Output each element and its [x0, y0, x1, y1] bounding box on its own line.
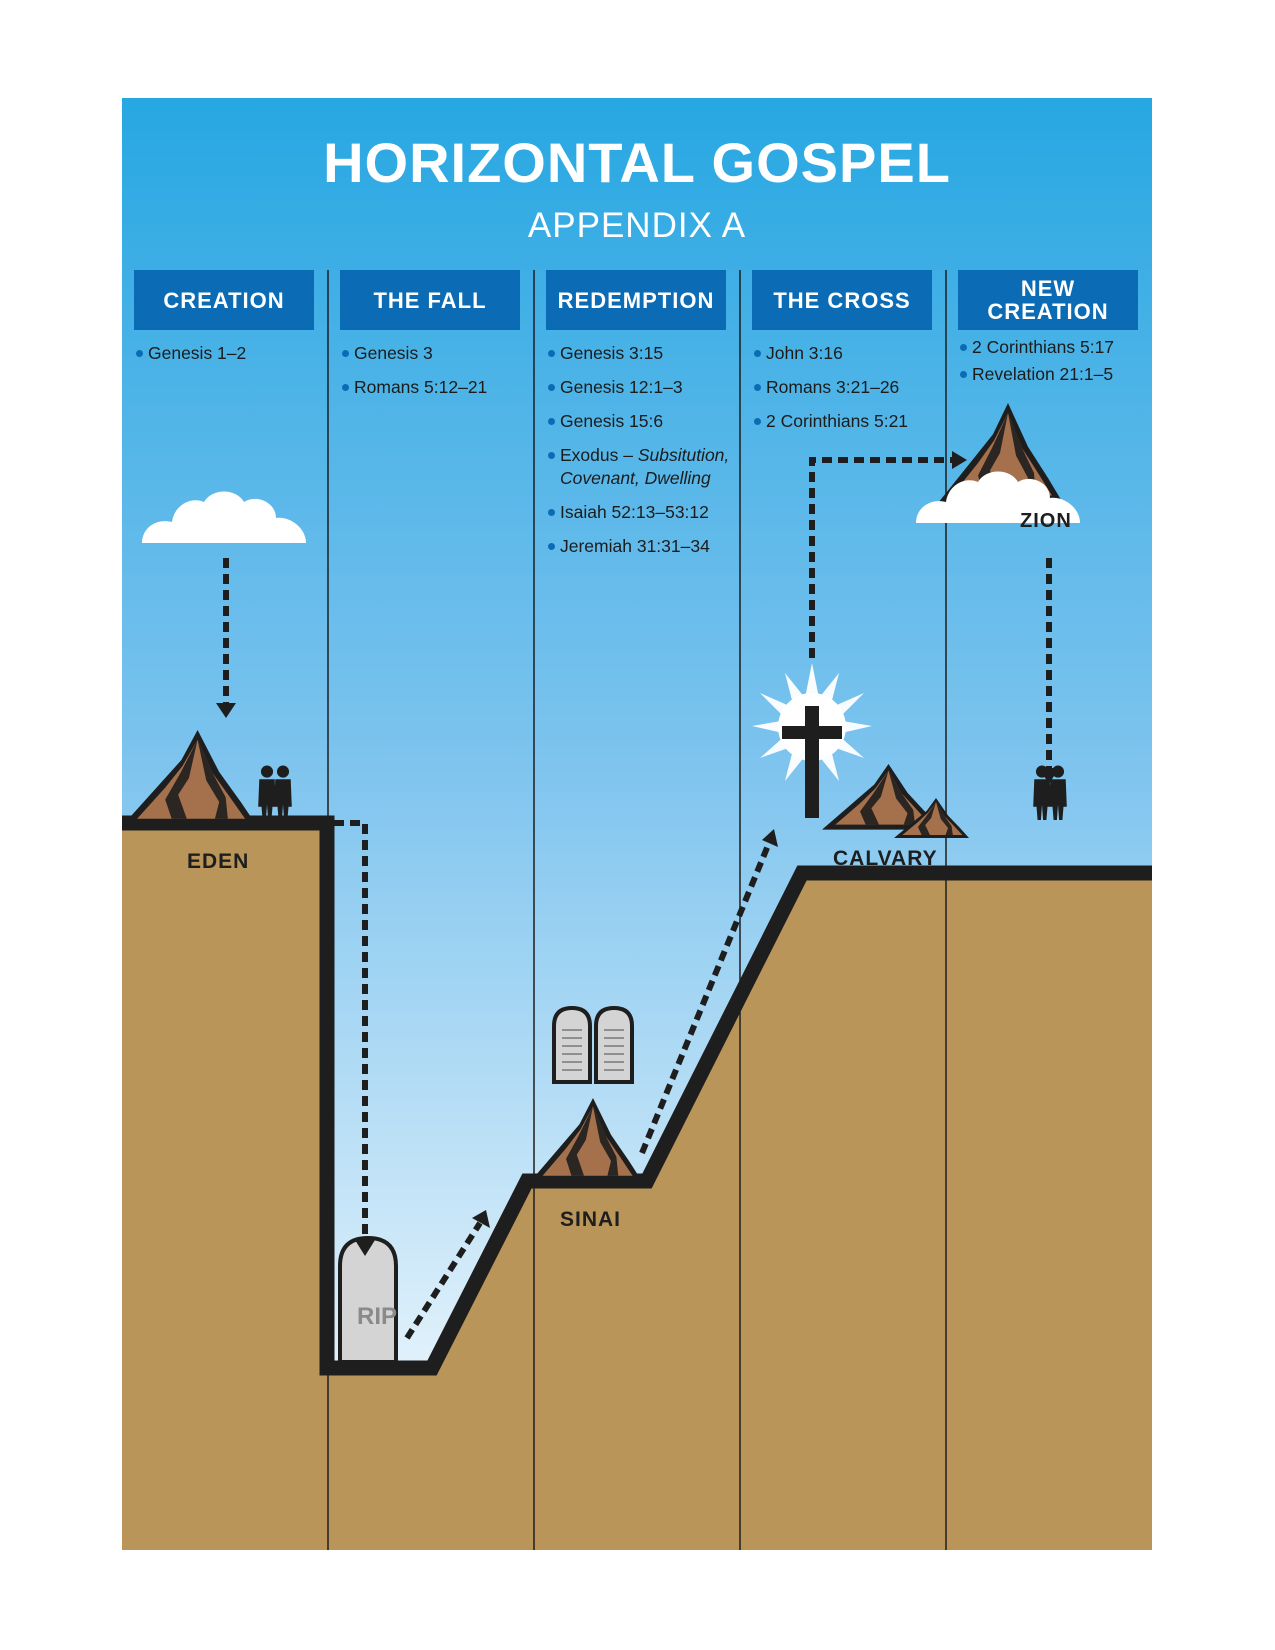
scene	[122, 98, 1152, 1550]
refs-creation: Genesis 1–2	[134, 342, 330, 376]
col-header-creation: CREATION	[134, 270, 314, 330]
grave-label: RIP	[357, 1303, 398, 1330]
ref-item: Genesis 3	[340, 342, 536, 365]
refs-cross: John 3:16 Romans 3:21–26 2 Corinthians 5…	[752, 342, 948, 444]
ref-item: Romans 5:12–21	[340, 376, 536, 399]
tablets-icon	[552, 1005, 634, 1084]
label-sinai: SINAI	[560, 1208, 622, 1231]
ref-item: Genesis 15:6	[546, 410, 742, 433]
col-header-cross: THE CROSS	[752, 270, 932, 330]
ref-item: Isaiah 52:13–53:12	[546, 501, 742, 524]
page-title: HORIZONTAL GOSPEL	[323, 131, 951, 194]
tombstone-icon	[338, 1235, 398, 1364]
label-zion: ZION	[1020, 510, 1072, 532]
refs-fall: Genesis 3 Romans 5:12–21	[340, 342, 536, 410]
page-subtitle: APPENDIX A	[527, 206, 747, 245]
ref-item: 2 Corinthians 5:21	[752, 410, 948, 433]
refs-redemption: Genesis 3:15 Genesis 12:1–3 Genesis 15:6…	[546, 342, 742, 569]
ref-item: Exodus – Subsitution, Covenant, Dwelling	[546, 444, 742, 490]
ref-item: 2 Corinthians 5:17	[958, 336, 1152, 359]
cross-icon	[752, 663, 872, 818]
refs-new-creation: 2 Corinthians 5:17 Revelation 21:1–5	[958, 336, 1152, 397]
ref-item: John 3:16	[752, 342, 948, 365]
ref-item: Genesis 3:15	[546, 342, 742, 365]
ref-item: Genesis 12:1–3	[546, 376, 742, 399]
arrow-icon	[216, 451, 1059, 1256]
label-calvary: CALVARY	[833, 847, 938, 870]
label-eden: EDEN	[187, 850, 250, 873]
arrow-icon	[223, 457, 1052, 1340]
col-header-fall: THE FALL	[340, 270, 520, 330]
col-header-new-creation: NEW CREATION	[958, 270, 1138, 330]
ref-italic: Subsitution, Covenant, Dwelling	[560, 445, 730, 488]
poster: HORIZONTAL GOSPEL APPENDIX A CREATION TH…	[122, 98, 1152, 1550]
ref-item: Jeremiah 31:31–34	[546, 535, 742, 558]
ref-item: Revelation 21:1–5	[958, 363, 1152, 386]
ref-text: Exodus –	[560, 445, 638, 465]
ref-item: Genesis 1–2	[134, 342, 330, 365]
ref-item: Romans 3:21–26	[752, 376, 948, 399]
col-header-redemption: REDEMPTION	[546, 270, 726, 330]
